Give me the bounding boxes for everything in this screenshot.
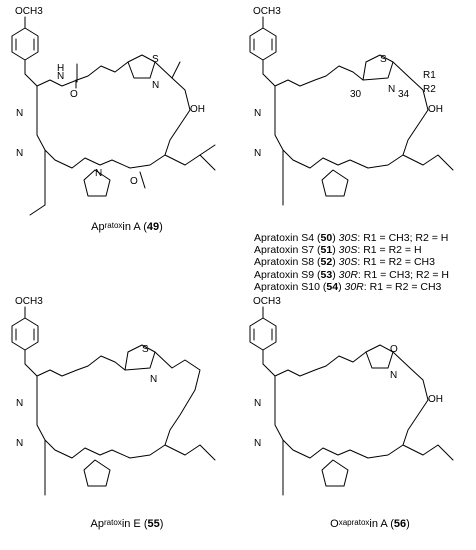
structure-apratoxin-a: OCH3 N H O S N OH O N N N bbox=[11, 6, 216, 216]
r1-label: R1 bbox=[423, 70, 436, 81]
svg-text:OCH3: OCH3 bbox=[15, 296, 43, 307]
hydroxyl-label: OH bbox=[190, 104, 205, 115]
svg-text:N: N bbox=[254, 398, 261, 409]
methoxy-label: OCH3 bbox=[15, 6, 43, 17]
thiazoline-s-label: S bbox=[152, 54, 159, 65]
structure-apratoxin-e: OCH3 S N N N bbox=[11, 296, 216, 496]
svg-text:H: H bbox=[57, 63, 64, 74]
list-item: Apratoxin S7 (51) 30S: R1 = R2 = H bbox=[254, 244, 422, 257]
methoxyphenyl-group: OCH3 bbox=[11, 6, 43, 75]
svg-text:OCH3: OCH3 bbox=[253, 296, 281, 307]
list-item: Apratoxin S8 (52) 30S: R1 = R2 = CH3 bbox=[254, 256, 435, 269]
thiazoline-n-label: N bbox=[152, 80, 159, 91]
svg-text:N: N bbox=[254, 148, 261, 159]
svg-text:OH: OH bbox=[428, 104, 443, 115]
oxazoline-o-label: O bbox=[390, 344, 398, 355]
svg-text:N: N bbox=[16, 108, 23, 119]
position-34-label: 34 bbox=[398, 89, 410, 100]
svg-text:OH: OH bbox=[428, 394, 443, 405]
svg-text:N: N bbox=[254, 108, 261, 119]
svg-text:S: S bbox=[142, 344, 149, 355]
svg-text:N: N bbox=[95, 168, 102, 179]
svg-text:O: O bbox=[130, 176, 138, 187]
svg-text:OCH3: OCH3 bbox=[253, 6, 281, 17]
svg-text:N: N bbox=[254, 438, 261, 449]
list-item: Apratoxin S9 (53) 30R: R1 = CH3; R2 = H bbox=[254, 268, 449, 281]
svg-text:N: N bbox=[390, 370, 397, 381]
list-item: Apratoxin S4 (50) 30S: R1 = CH3; R2 = H bbox=[254, 232, 449, 244]
position-30-label: 30 bbox=[350, 89, 362, 100]
carbonyl-o-label: O bbox=[70, 89, 78, 100]
list-item: Apratoxin S10 (54) 30R: R1 = R2 = CH3 bbox=[254, 280, 442, 293]
caption-oxapratoxin-a: Oxapratoxin A (56) bbox=[330, 518, 410, 530]
structure-apratoxin-s-series: OCH3 S N 30 34 R1 R2 OH N N bbox=[249, 6, 454, 206]
svg-text:N: N bbox=[388, 84, 395, 95]
svg-text:N: N bbox=[16, 398, 23, 409]
caption-apratoxin-e: Apratoxin E (55) bbox=[90, 518, 164, 530]
svg-text:N: N bbox=[150, 374, 157, 385]
amide-n-label: N bbox=[57, 71, 64, 82]
svg-text:N: N bbox=[16, 148, 23, 159]
r2-label: R2 bbox=[423, 84, 436, 95]
svg-text:N: N bbox=[16, 438, 23, 449]
apratoxin-s-list: Apratoxin S4 (50) 30S: R1 = CH3; R2 = H … bbox=[254, 232, 449, 293]
svg-text:S: S bbox=[380, 54, 387, 65]
caption-apratoxin-a: Apratoxin A (49) bbox=[91, 221, 163, 233]
macrocycle-ring: N H O S N OH O N N N bbox=[16, 54, 216, 216]
structure-oxapratoxin-a: OCH3 O N OH N N bbox=[249, 296, 454, 496]
